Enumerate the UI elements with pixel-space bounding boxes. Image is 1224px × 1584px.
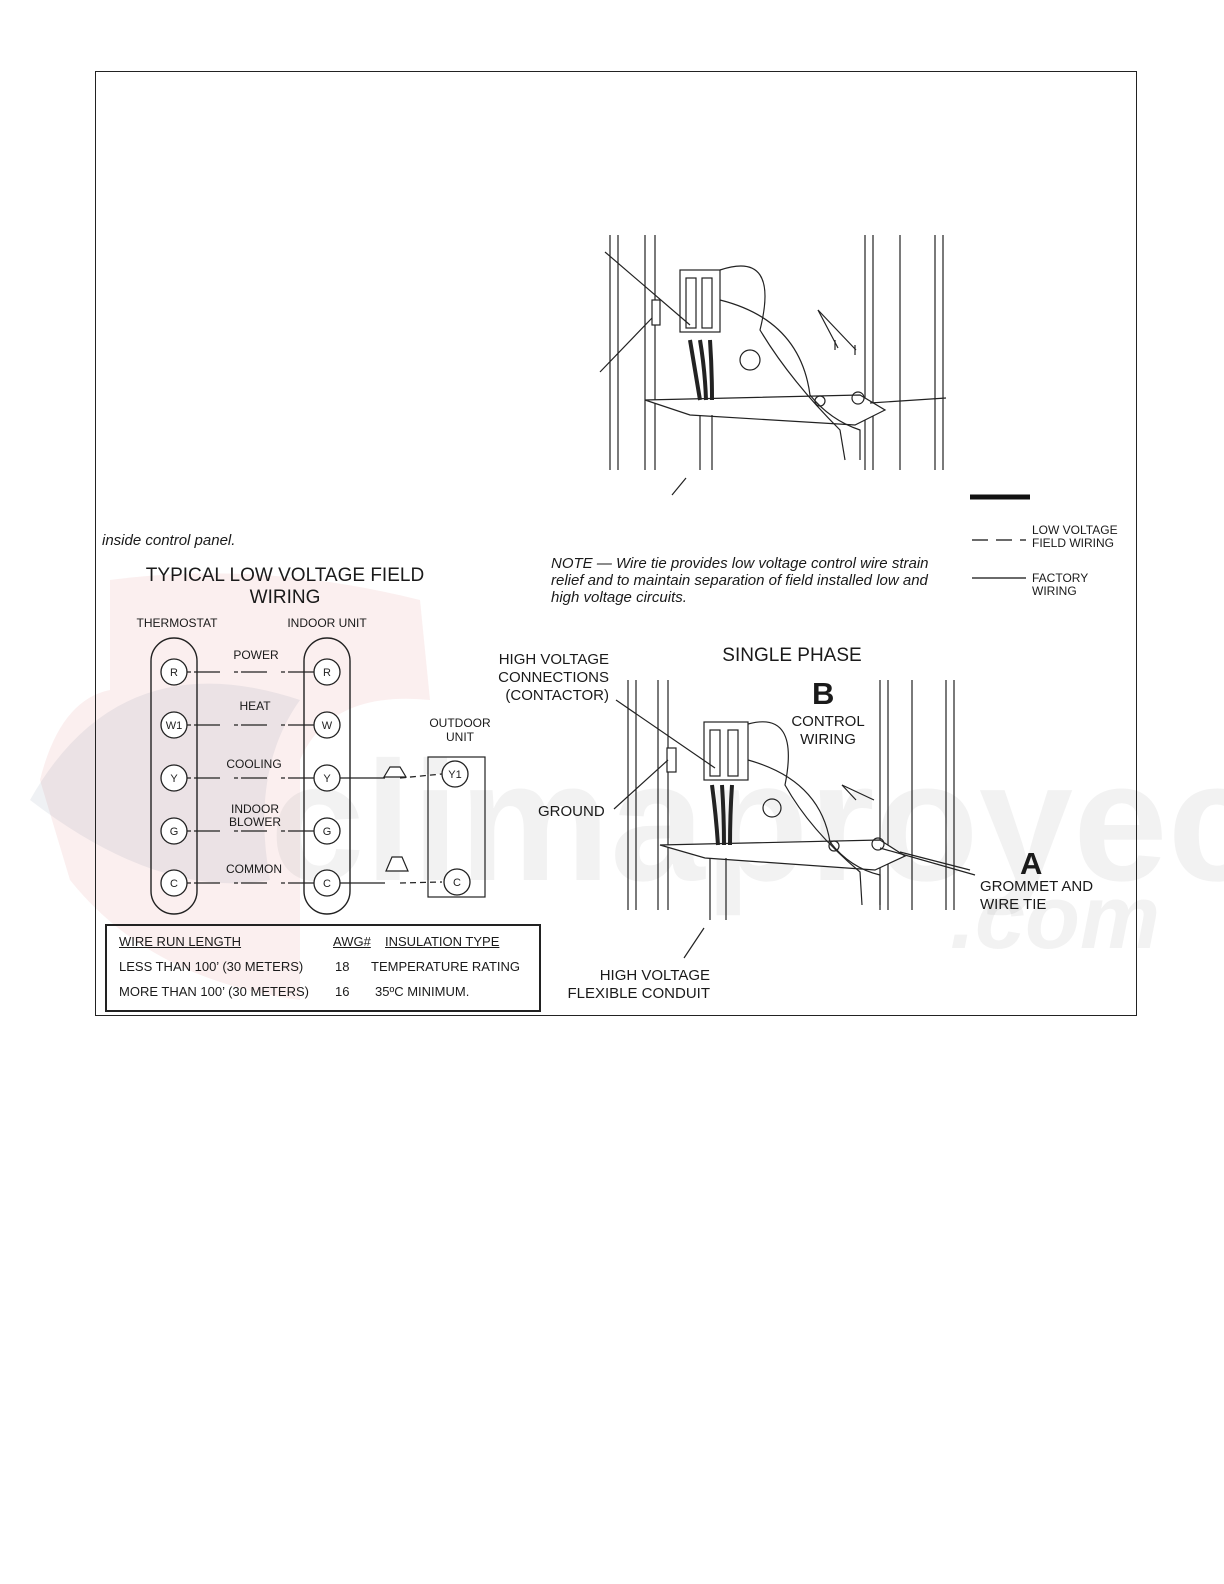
legend-low-voltage-line-1: LOW VOLTAGE bbox=[1032, 523, 1118, 537]
outdoor-unit-block bbox=[427, 756, 486, 898]
legend-factory: FACTORY WIRING bbox=[1032, 572, 1088, 598]
marker-a: A bbox=[1020, 846, 1043, 881]
legend-low-voltage: LOW VOLTAGE FIELD WIRING bbox=[1032, 524, 1118, 550]
outdoor-terminal-label: C bbox=[453, 877, 461, 889]
grommet-line-2: WIRE TIE bbox=[980, 896, 1047, 913]
circuit-label-cooling: COOLING bbox=[226, 757, 282, 771]
thermostat-terminal bbox=[160, 711, 188, 739]
header-wire-run: WIRE RUN LENGTH bbox=[119, 934, 242, 949]
thermostat-terminal bbox=[160, 658, 188, 686]
circuit-label-common: COMMON bbox=[226, 862, 282, 876]
indoor-terminal-label: Y bbox=[323, 773, 331, 785]
note-line-3: high voltage circuits. bbox=[551, 589, 687, 606]
circuit-label-blower: BLOWER bbox=[228, 815, 281, 829]
row1-insulation: TEMPERATURE RATING bbox=[371, 959, 521, 974]
circuit-label-indoor: INDOOR bbox=[231, 802, 279, 816]
upper-unit-illustration bbox=[599, 235, 947, 496]
indoor-terminal-label: C bbox=[323, 878, 331, 890]
wire-nut-cooling bbox=[382, 766, 408, 778]
circuit-label-power: POWER bbox=[233, 648, 279, 662]
indoor-unit-label: INDOOR UNIT bbox=[287, 616, 367, 630]
row1-length: LESS THAN 100’ (30 METERS) bbox=[119, 959, 304, 974]
row2-awg: 16 bbox=[335, 984, 350, 999]
wiring-title: TYPICAL LOW VOLTAGE FIELD WIRING bbox=[125, 565, 445, 609]
thermostat-block bbox=[150, 637, 198, 915]
control-wiring-line-2: WIRING bbox=[800, 731, 856, 748]
indoor-terminal bbox=[313, 817, 341, 845]
thermostat-terminal-label: R bbox=[170, 667, 178, 679]
thermostat-terminal bbox=[160, 764, 188, 792]
conduit-line-2: FLEXIBLE CONDUIT bbox=[567, 985, 710, 1002]
note-text: NOTE — Wire tie provides low voltage con… bbox=[551, 555, 929, 606]
single-phase-title: SINGLE PHASE bbox=[722, 645, 862, 666]
thermostat-terminal bbox=[160, 817, 188, 845]
legend-swatches bbox=[970, 494, 1030, 579]
indoor-unit-block bbox=[303, 637, 351, 915]
watermark-suffix: .com bbox=[950, 868, 1160, 968]
wire-table: WIRE RUN LENGTH AWG# INSULATION TYPE LES… bbox=[105, 924, 541, 1012]
wiring-title-line-2: WIRING bbox=[249, 587, 321, 608]
legend-low-voltage-line-2: FIELD WIRING bbox=[1032, 536, 1115, 550]
note-lead: NOTE bbox=[551, 555, 593, 572]
outdoor-terminal bbox=[443, 868, 471, 896]
outdoor-unit-label: OUTDOOR UNIT bbox=[420, 716, 500, 744]
indoor-terminal bbox=[313, 869, 341, 897]
note-line-2: relief and to maintain separation of fie… bbox=[551, 572, 928, 589]
ground-label: GROUND bbox=[538, 803, 605, 820]
thermostat-terminal-label: Y bbox=[170, 773, 178, 785]
outdoor-wire-cooling-b bbox=[399, 773, 443, 779]
marker-b: B bbox=[812, 676, 835, 711]
control-wiring-line-1: CONTROL bbox=[791, 713, 865, 730]
legend-factory-line-2: WIRING bbox=[1032, 584, 1077, 598]
wire-nut-common bbox=[385, 856, 409, 872]
hv-connections-line-2: CONNECTIONS bbox=[498, 669, 609, 686]
wire-nuts bbox=[382, 766, 409, 872]
conduit-label: HIGH VOLTAGE FLEXIBLE CONDUIT bbox=[560, 967, 710, 1003]
legend-factory-line-1: FACTORY bbox=[1032, 571, 1089, 585]
outdoor-wire-common-b bbox=[399, 881, 443, 884]
conduit-line-1: HIGH VOLTAGE bbox=[599, 967, 710, 984]
indoor-terminal bbox=[313, 764, 341, 792]
intro-text: inside control panel. bbox=[102, 532, 236, 549]
circuit-label-heat: HEAT bbox=[239, 699, 271, 713]
grommet-label: GROMMET AND WIRE TIE bbox=[980, 878, 1093, 914]
control-wiring-label: CONTROL WIRING bbox=[778, 713, 878, 749]
indoor-terminal bbox=[313, 658, 341, 686]
row2-insulation: 35ºC MINIMUM. bbox=[375, 984, 470, 999]
outdoor-unit-label-line-2: UNIT bbox=[446, 730, 474, 744]
hv-connections-label: HIGH VOLTAGE CONNECTIONS (CONTACTOR) bbox=[478, 651, 609, 705]
thermostat-terminal-label: G bbox=[170, 826, 179, 838]
indoor-terminal-label: R bbox=[323, 667, 331, 679]
single-phase-unit-illustration bbox=[613, 680, 976, 959]
thermostat-label: THERMOSTAT bbox=[136, 616, 218, 630]
thermostat-terminal bbox=[160, 869, 188, 897]
outdoor-terminal bbox=[441, 760, 469, 788]
thermostat-terminal-label: C bbox=[170, 878, 178, 890]
hv-connections-line-3: (CONTACTOR) bbox=[505, 687, 609, 704]
hv-connections-line-1: HIGH VOLTAGE bbox=[498, 651, 609, 668]
thermostat-terminal-label: W1 bbox=[166, 720, 183, 732]
header-insulation: INSULATION TYPE bbox=[385, 934, 500, 949]
circuit-label-indoor-blower: INDOOR BLOWER bbox=[205, 803, 305, 829]
indoor-terminal bbox=[313, 711, 341, 739]
outdoor-unit-label-line-1: OUTDOOR bbox=[429, 716, 491, 730]
note-line-1: — Wire tie provides low voltage control … bbox=[592, 555, 929, 572]
grommet-line-1: GROMMET AND bbox=[980, 878, 1094, 895]
indoor-terminal-label: G bbox=[323, 826, 332, 838]
row1-awg: 18 bbox=[335, 959, 350, 974]
row2-length: MORE THAN 100’ (30 METERS) bbox=[119, 984, 309, 999]
indoor-terminal-label: W bbox=[322, 720, 333, 732]
header-awg: AWG# bbox=[333, 934, 371, 949]
figure-frame bbox=[95, 71, 1137, 1016]
outdoor-terminal-label: Y1 bbox=[448, 769, 461, 781]
wiring-title-line-1: TYPICAL LOW VOLTAGE FIELD bbox=[145, 565, 425, 586]
